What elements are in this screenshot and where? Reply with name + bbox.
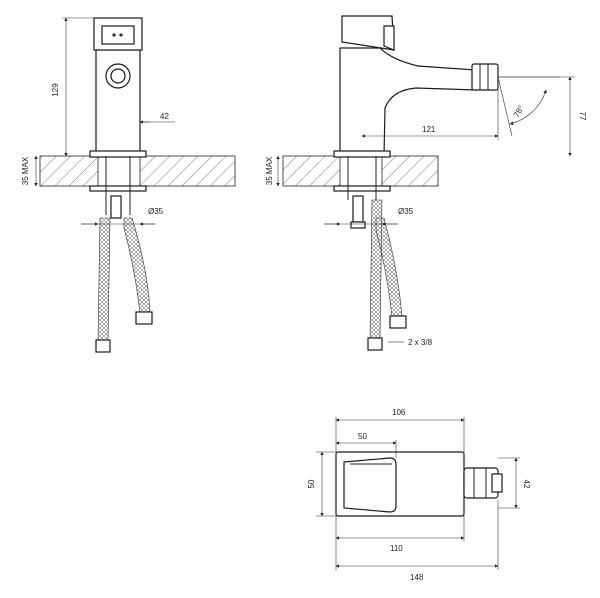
top-view: 106 50 50 42 110 148 [307,408,531,582]
top-dim-50-depth: 50 [307,479,316,488]
front-nozzle-inner [110,68,126,84]
front-hose-left [97,217,111,341]
front-hose-right [123,217,151,315]
front-hose-fitting-right [135,311,153,325]
side-dim-78deg: 78° [512,104,526,119]
side-dim-d35: Ø35 [398,207,414,216]
top-dim-110: 110 [390,544,403,553]
side-mount-plate [333,185,391,192]
top-dim-50-handle: 50 [358,432,367,441]
side-dim-77: 77 [578,112,587,121]
side-nut [352,195,364,223]
side-hole [339,155,383,187]
side-dim-121: 121 [422,125,436,134]
side-handle-face [383,25,395,51]
front-nut [110,195,122,219]
front-mount-flange [89,150,147,158]
top-nozzle-cap [491,473,503,493]
top-dim-148: 148 [410,573,424,582]
front-dim-35max: 35 MAX [21,156,30,185]
side-mount-flange [333,150,391,158]
front-view: 129 42 35 MAX Ø35 [21,17,236,353]
side-dim-35max: 35 MAX [265,156,274,185]
side-hose-fitting-right [389,315,407,329]
front-indicator-blue [112,33,116,37]
front-hole [97,155,141,187]
front-dim-d35: Ø35 [148,207,164,216]
front-hose-fitting-left [95,339,111,353]
side-hose-fitting-left [367,337,383,351]
front-dim-42: 42 [160,112,169,121]
front-mount-plate [89,185,147,192]
side-nut-bottom [350,221,366,229]
side-dim-hose: 2 x 3/8 [408,338,433,347]
side-faucet-body [339,47,477,157]
top-dim-106: 106 [392,408,406,417]
side-nozzle [471,63,499,91]
top-handle [343,457,397,513]
front-handle-face [101,25,135,45]
side-view: 121 77 78° 35 MAX Ø35 2 x 3/8 [265,15,587,351]
front-dim-129: 129 [51,83,60,97]
top-dim-42: 42 [522,480,531,489]
front-indicator-red [119,33,123,37]
